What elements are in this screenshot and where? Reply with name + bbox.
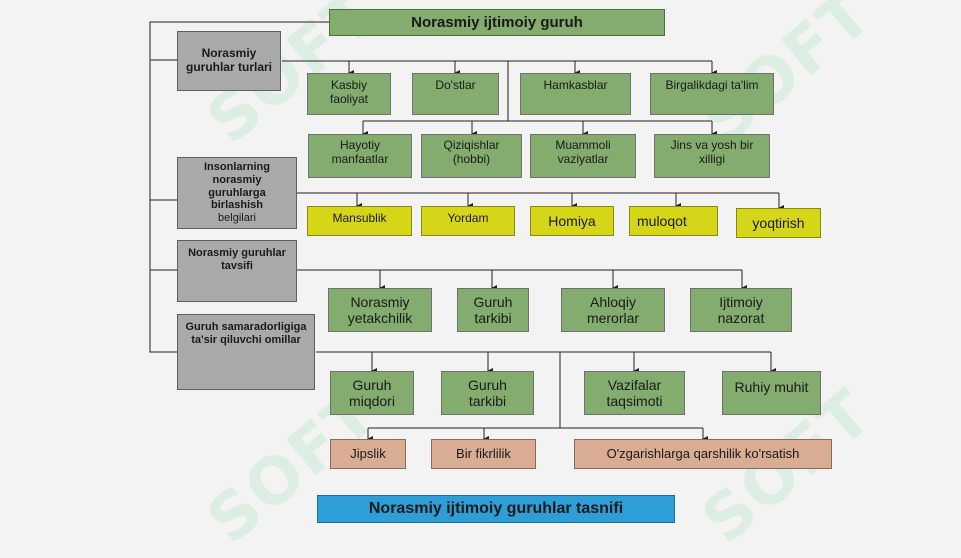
- sign-item: Mansublik: [307, 206, 412, 236]
- type-item: Hayotiy manfaatlar: [308, 134, 412, 178]
- type-item: Do'stlar: [412, 73, 499, 115]
- diagram-caption: Norasmiy ijtimoiy guruhlar tasnifi: [317, 495, 675, 523]
- description-item: Ahloqiy merorlar: [561, 288, 665, 332]
- category-factors: Guruh samaradorligiga ta'sir qiluvchi om…: [177, 314, 315, 390]
- description-item: Guruh tarkibi: [457, 288, 529, 332]
- factor-item: Jipslik: [330, 439, 406, 469]
- factor-item: Guruh tarkibi: [441, 371, 534, 415]
- category-types: Norasmiy guruhlar turlari: [177, 31, 281, 91]
- connector-lines: [149, 21, 784, 442]
- factor-item: O'zgarishlarga qarshilik ko'rsatish: [574, 439, 832, 469]
- factor-item: Guruh miqdori: [330, 371, 414, 415]
- sign-item: Homiya: [530, 206, 614, 236]
- diagram-title: Norasmiy ijtimoiy guruh: [329, 9, 665, 36]
- description-item: Ijtimoiy nazorat: [690, 288, 792, 332]
- type-item: Birgalikdagi ta'lim: [650, 73, 774, 115]
- sign-item: Yordam: [421, 206, 515, 236]
- factor-item: Bir fikrlilik: [431, 439, 536, 469]
- type-item: Muammoli vaziyatlar: [530, 134, 636, 178]
- type-item: Jins va yosh bir xilligi: [654, 134, 770, 178]
- factor-item: Ruhiy muhit: [722, 371, 821, 415]
- type-item: Qiziqishlar (hobbi): [421, 134, 522, 178]
- description-item: Norasmiy yetakchilik: [328, 288, 432, 332]
- sign-item: muloqot: [629, 206, 718, 236]
- category-signs: Insonlarning norasmiy guruhlarga birlash…: [177, 157, 297, 229]
- category-signs-normal: belgilari: [218, 211, 256, 224]
- category-signs-bold: Insonlarning norasmiy guruhlarga birlash…: [204, 161, 270, 212]
- type-item: Hamkasblar: [520, 73, 631, 115]
- type-item: Kasbiy faoliyat: [307, 73, 391, 115]
- sign-item: yoqtirish: [736, 208, 821, 238]
- category-description: Norasmiy guruhlar tavsifi: [177, 240, 297, 302]
- factor-item: Vazifalar taqsimoti: [584, 371, 685, 415]
